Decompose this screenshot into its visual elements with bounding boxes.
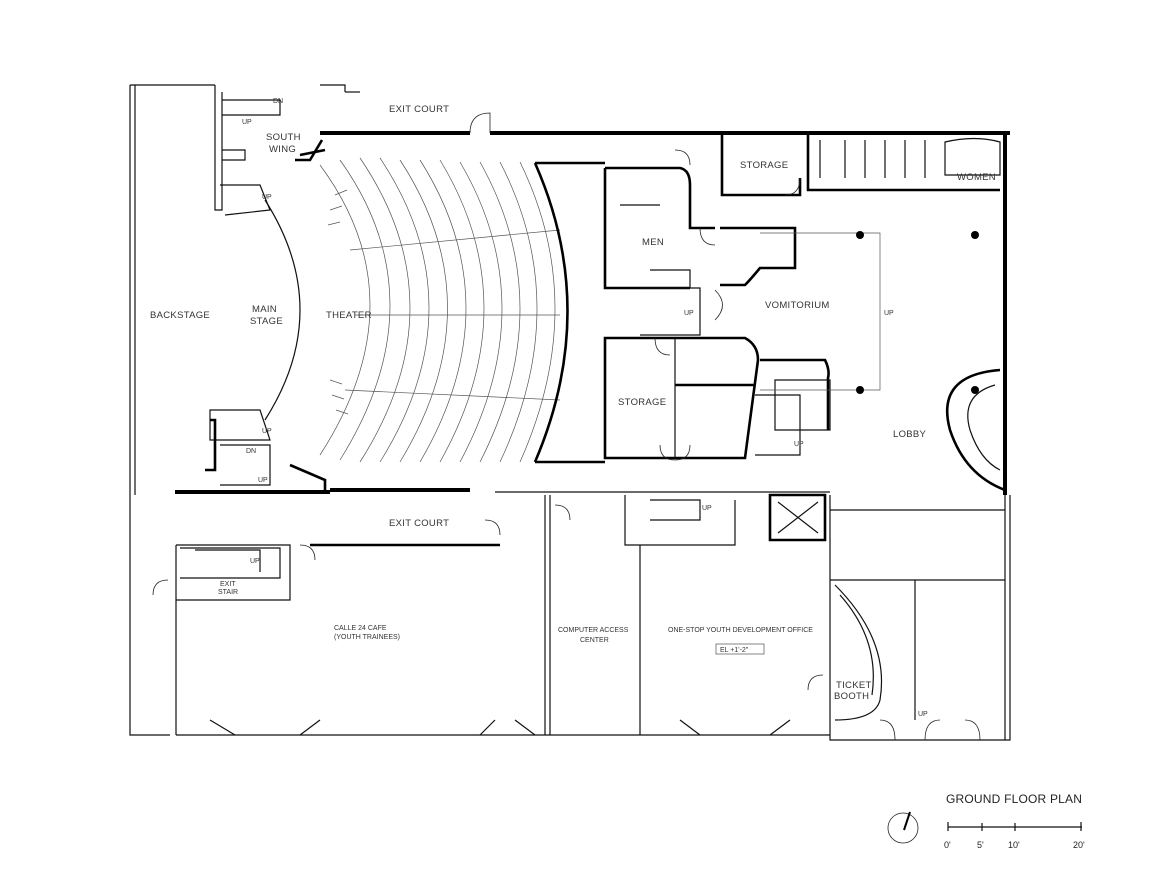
stair-up-label: UP bbox=[258, 477, 268, 484]
label-main-stage-2: STAGE bbox=[250, 316, 283, 327]
scale-tick-5: 5' bbox=[977, 840, 984, 850]
scale-tick-20: 20' bbox=[1073, 840, 1085, 850]
label-main-stage-1: MAIN bbox=[252, 304, 277, 315]
north-arrow-needle-icon bbox=[903, 811, 911, 831]
room-labels: EXIT COURT SOUTH WING STORAGE WOMEN MEN … bbox=[150, 104, 996, 702]
stair-dn-label: DN bbox=[273, 98, 283, 105]
plan-title: GROUND FLOOR PLAN bbox=[946, 792, 1082, 806]
label-ticket-1: TICKET bbox=[836, 680, 872, 691]
label-computer-1: COMPUTER ACCESS bbox=[558, 627, 629, 634]
label-exit-court-top: EXIT COURT bbox=[389, 104, 449, 115]
scale-tick-10: 10' bbox=[1008, 840, 1020, 850]
stair-annotations: UP UP UP UP UP UP UP UP UP DN DN UP bbox=[242, 98, 928, 718]
label-cafe-1: CALLE 24 CAFE bbox=[334, 625, 387, 632]
stair-up-label: UP bbox=[250, 558, 260, 565]
label-storage-top: STORAGE bbox=[740, 160, 788, 171]
service-rooms bbox=[603, 133, 1006, 492]
label-youth-office: ONE-STOP YOUTH DEVELOPMENT OFFICE bbox=[668, 627, 813, 634]
label-theater: THEATER bbox=[326, 310, 372, 321]
label-south-wing-2: WING bbox=[269, 144, 296, 155]
label-south-wing-1: SOUTH bbox=[266, 132, 301, 143]
stair-up-label: UP bbox=[684, 310, 694, 317]
stage-area bbox=[205, 99, 605, 490]
lower-floor bbox=[176, 493, 1005, 736]
elevation-tag-box bbox=[715, 643, 765, 655]
building-outline bbox=[129, 84, 1011, 741]
stair-dn-label: DN bbox=[246, 448, 256, 455]
label-storage-mid: STORAGE bbox=[618, 397, 666, 408]
stair-up-label: UP bbox=[262, 428, 272, 435]
stair-up-label: UP bbox=[242, 119, 252, 126]
scale-tick-0: 0' bbox=[944, 840, 951, 850]
label-cafe-2: (YOUTH TRAINEES) bbox=[334, 634, 400, 641]
scale-bar: 0' 5' 10' 20' bbox=[944, 822, 1085, 850]
label-backstage: BACKSTAGE bbox=[150, 310, 210, 321]
stair-up-label: UP bbox=[884, 310, 894, 317]
stair-up-label: UP bbox=[702, 505, 712, 512]
doors bbox=[152, 112, 981, 741]
label-elevation: EL +1'-2" bbox=[720, 647, 749, 654]
label-women: WOMEN bbox=[957, 172, 996, 183]
label-men: MEN bbox=[642, 237, 664, 248]
label-ticket-2: BOOTH bbox=[834, 691, 869, 702]
theater-seating bbox=[319, 157, 561, 463]
stair-up-label: UP bbox=[262, 194, 272, 201]
label-vomitorium: VOMITORIUM bbox=[765, 300, 830, 311]
stair-up-label: UP bbox=[918, 711, 928, 718]
label-lobby: LOBBY bbox=[893, 429, 927, 440]
label-exit-stair-1: EXIT bbox=[220, 581, 236, 588]
north-arrow-icon bbox=[887, 812, 919, 844]
label-computer-2: CENTER bbox=[580, 637, 609, 644]
label-exit-court-bottom: EXIT COURT bbox=[389, 518, 449, 529]
label-exit-stair-2: STAIR bbox=[218, 589, 238, 596]
stair-up-label: UP bbox=[794, 441, 804, 448]
title-block: GROUND FLOOR PLAN 0' 5' 10' 20' bbox=[887, 792, 1085, 850]
